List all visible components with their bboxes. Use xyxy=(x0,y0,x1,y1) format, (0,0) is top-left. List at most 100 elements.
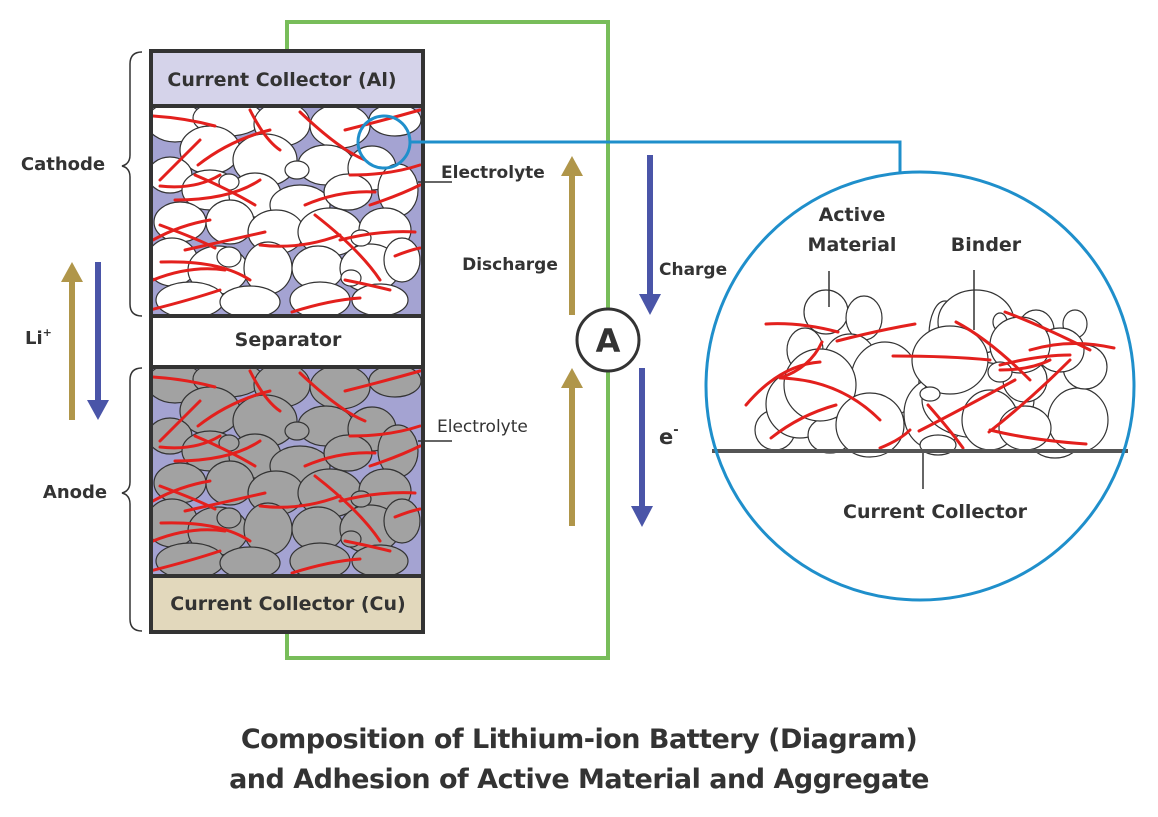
binder-strand xyxy=(348,163,421,177)
binder-strand xyxy=(368,444,421,468)
binder-strand xyxy=(196,128,272,167)
binder-strand xyxy=(303,190,377,207)
binder-strand xyxy=(338,491,417,503)
anode-current-collector xyxy=(152,576,422,631)
binder-strand xyxy=(159,260,252,282)
binder-strand xyxy=(298,110,367,162)
circuit-wire xyxy=(285,20,610,660)
binder-strand xyxy=(343,539,392,553)
binder-strand xyxy=(926,403,965,450)
particle xyxy=(835,392,905,458)
separator-label: Separator xyxy=(235,329,342,351)
li-ion-discharge-arrow xyxy=(61,262,83,420)
particle xyxy=(284,421,310,441)
binder-strand xyxy=(183,230,267,252)
binder-strand xyxy=(153,114,217,128)
zoom-binder-strands xyxy=(744,310,1116,450)
discharge-arrow-lower xyxy=(561,368,583,526)
particle xyxy=(368,368,421,398)
binder-strand xyxy=(173,439,262,463)
binder-strand xyxy=(153,479,212,503)
caption-line-2: and Adhesion of Active Material and Aggr… xyxy=(229,764,929,795)
binder-strand xyxy=(917,378,1017,433)
charge-arrow xyxy=(639,155,661,315)
li-ion-label: Li+ xyxy=(25,326,52,349)
binder-strand xyxy=(303,451,377,468)
binder-strand xyxy=(158,484,217,511)
binder-strand xyxy=(1003,310,1092,352)
cathode-collector-label: Current Collector (Al) xyxy=(167,69,396,91)
binder-strand xyxy=(368,183,421,207)
charge-label: Charge xyxy=(659,260,727,280)
binder-strand xyxy=(393,246,421,258)
magnifier-connector xyxy=(410,140,902,172)
discharge-arrow-upper xyxy=(561,156,583,315)
li-ion-charge-arrow xyxy=(87,262,109,420)
binder-strand xyxy=(159,521,252,543)
binder-strand xyxy=(158,399,202,443)
cathode-label: Cathode xyxy=(21,154,105,175)
binder-strand xyxy=(313,474,382,543)
cathode-particles xyxy=(153,107,421,315)
electrolyte-top-label: Electrolyte xyxy=(441,163,545,183)
binder-strand xyxy=(835,322,917,343)
zoom-current-collector-label: Current Collector xyxy=(843,501,1028,523)
binder-strand xyxy=(153,549,222,572)
binder-strand xyxy=(153,218,212,242)
binder-strand xyxy=(988,428,1088,446)
anode-label: Anode xyxy=(43,482,107,503)
binder-strand xyxy=(158,173,222,189)
anode-bracket xyxy=(121,367,143,632)
cathode-current-collector xyxy=(152,52,422,106)
active-material-label-line2: Material xyxy=(808,234,897,256)
electron-arrow xyxy=(631,368,653,527)
binder-strand xyxy=(393,507,421,519)
binder-strand xyxy=(258,233,342,248)
binder-strand xyxy=(153,375,217,389)
binder-strand xyxy=(878,428,912,450)
particle xyxy=(383,498,421,544)
binder-strand xyxy=(778,340,824,380)
binder-strand xyxy=(954,320,1032,382)
binder-strand xyxy=(779,376,882,422)
anode-particles xyxy=(153,368,421,575)
binder-strand xyxy=(193,434,257,468)
binder-strand xyxy=(998,353,1072,367)
binder-strand xyxy=(998,358,1052,372)
anode-collector-label: Current Collector (Cu) xyxy=(170,593,405,615)
binder-strand xyxy=(313,213,382,282)
binder-strand xyxy=(290,296,362,314)
binder-strand xyxy=(183,491,267,513)
binder-strand xyxy=(891,354,992,362)
binder-strand xyxy=(987,358,1072,434)
binder-strand xyxy=(173,178,262,202)
binder-strand xyxy=(158,138,202,182)
binder-label: Binder xyxy=(951,234,1022,256)
ammeter: A xyxy=(575,307,641,373)
binder-strand xyxy=(248,369,282,413)
binder-strand xyxy=(744,360,822,407)
particle xyxy=(284,160,310,180)
particle xyxy=(219,285,281,315)
binder-strand xyxy=(348,424,421,438)
binder-strand xyxy=(153,528,227,543)
binder-strand xyxy=(343,278,392,292)
binder-strand xyxy=(290,557,362,575)
zoom-view xyxy=(704,170,1136,602)
anode-binder xyxy=(153,369,421,575)
zoom-circle-border xyxy=(704,170,1136,602)
separator-layer xyxy=(152,316,422,367)
particle xyxy=(919,386,941,402)
discharge-label: Discharge xyxy=(462,255,558,275)
active-material-label-line1: Active xyxy=(819,204,886,226)
particle xyxy=(998,405,1052,451)
binder-strand xyxy=(193,173,257,207)
binder-strand xyxy=(196,389,272,428)
cathode-binder xyxy=(153,108,421,314)
electron-label: e- xyxy=(659,423,679,449)
particle xyxy=(987,361,1013,383)
binder-strand xyxy=(343,108,421,132)
electrolyte-bottom-label: Electrolyte xyxy=(437,417,528,437)
particle xyxy=(216,507,242,529)
